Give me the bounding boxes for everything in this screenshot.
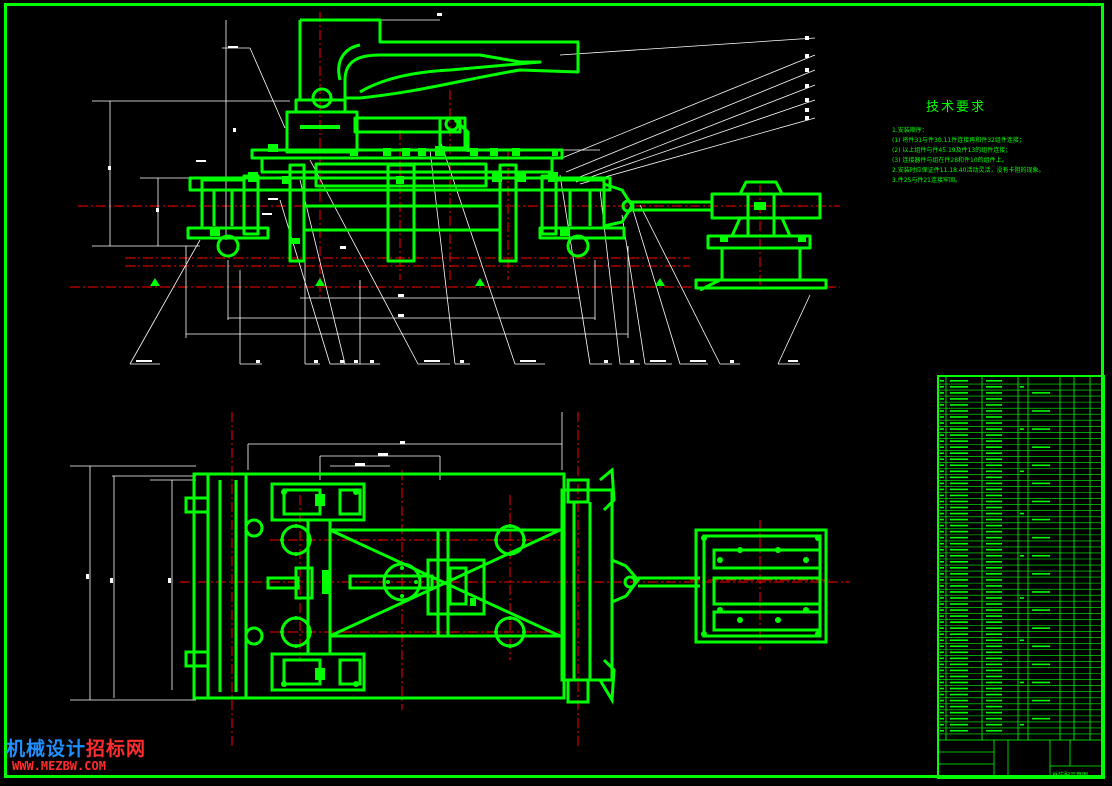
title-block-label: 总装配示意图: [1052, 772, 1089, 779]
drawing-border: [4, 3, 1104, 778]
technical-requirements-notes: 1.安装顺序： (1) 将件31与件30.11件连接再和件32组件连接； (2)…: [892, 126, 1044, 186]
parts-list: [937, 375, 1105, 779]
tech-note: (2) 以上组件与件45.19及件13的组件连接；: [892, 147, 1012, 154]
tech-note: (1) 将件31与件30.11件连接再和件32组件连接；: [892, 137, 1025, 144]
watermark-logo: 机械设计招标网: [6, 734, 146, 761]
top-view: [70, 412, 850, 746]
watermark-part2: 招标网: [86, 738, 147, 760]
tech-note: (3) 连接器件与组在件28和件10的组件上。: [892, 157, 1008, 164]
tech-note: 2.安装时应保证件11.18.40活动灵活，没有卡阻的现象。: [892, 167, 1045, 174]
tech-note: 1.安装顺序：: [892, 127, 928, 134]
watermark-part1: 机械设计: [6, 738, 87, 760]
front-view: [70, 12, 840, 365]
tech-note: 3.件25与件21连接牢固。: [892, 177, 961, 184]
technical-requirements-title: 技术要求: [926, 100, 987, 115]
watermark-url: WWW.MEZBW.COM: [12, 759, 106, 773]
